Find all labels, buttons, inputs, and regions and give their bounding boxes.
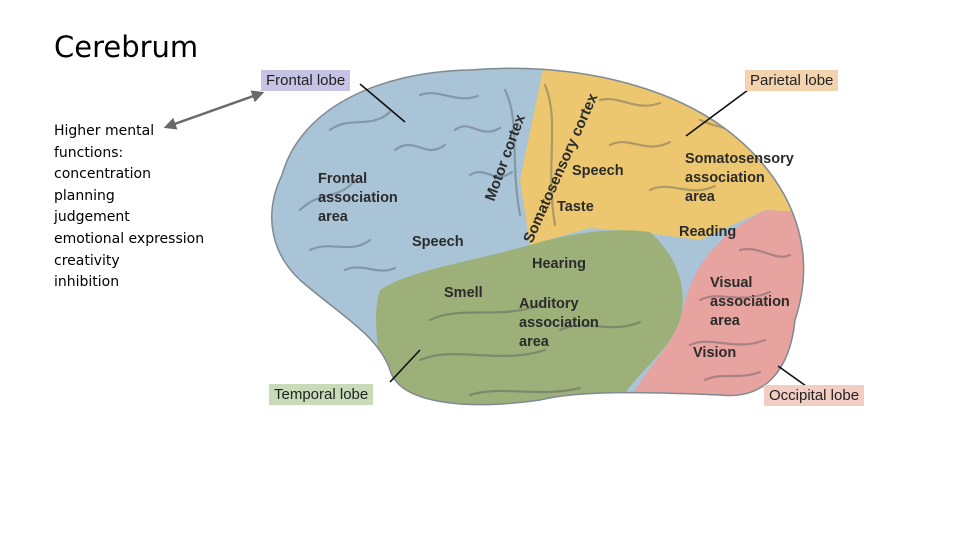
occipital-leader-line: [777, 365, 807, 387]
temporal-lobe-region: [376, 230, 683, 405]
brain-lobes: [271, 68, 804, 405]
region-line: association: [519, 315, 599, 331]
functions-arrow: [163, 90, 265, 130]
taste-label: Taste: [557, 199, 594, 215]
functions-line: judgement: [54, 209, 130, 226]
functions-line: planning: [54, 187, 115, 204]
region-line: association: [318, 190, 398, 206]
occipital-lobe-tag: Occipital lobe: [764, 385, 865, 406]
auditory-association-label: Auditory association area: [519, 296, 603, 350]
region-line: area: [519, 334, 550, 350]
functions-line: functions:: [54, 144, 124, 161]
region-line: association: [685, 170, 765, 186]
region-line: area: [685, 189, 716, 205]
temporal-leader-line: [389, 349, 421, 383]
smell-label: Smell: [444, 285, 483, 301]
temporal-lobe-tag: Temporal lobe: [269, 384, 374, 405]
region-line: Frontal: [318, 171, 367, 187]
speech-frontal-label: Speech: [412, 234, 464, 250]
region-line: Auditory: [519, 296, 579, 312]
region-line: area: [710, 313, 741, 329]
region-line: area: [318, 209, 349, 225]
hearing-label: Hearing: [532, 256, 586, 272]
visual-association-label: Visual association area: [710, 275, 794, 329]
vision-label: Vision: [693, 345, 736, 361]
parietal-leader-line: [685, 89, 749, 137]
slide-title: Cerebrum: [54, 30, 199, 64]
functions-list: Higher mental functions: concentration p…: [54, 121, 254, 294]
functions-line: Higher mental: [54, 123, 155, 139]
brain-outline: [271, 67, 805, 406]
speech-upper-label: Speech: [572, 163, 624, 179]
reading-label: Reading: [679, 224, 736, 240]
region-line: Visual: [710, 275, 752, 291]
functions-line: emotional expression: [54, 230, 205, 247]
functions-line: inhibition: [54, 274, 120, 291]
region-line: association: [710, 294, 790, 310]
frontal-leader-line: [359, 83, 406, 123]
parietal-lobe-tag: Parietal lobe: [745, 70, 839, 91]
region-line: Somatosensory: [685, 151, 794, 167]
functions-line: concentration: [54, 166, 151, 183]
frontal-lobe-tag: Frontal lobe: [261, 70, 351, 91]
leader-lines: [359, 83, 807, 387]
frontal-association-label: Frontal association area: [318, 171, 402, 225]
functions-line: creativity: [54, 252, 120, 269]
somatosensory-association-label: Somatosensory association area: [685, 151, 798, 205]
